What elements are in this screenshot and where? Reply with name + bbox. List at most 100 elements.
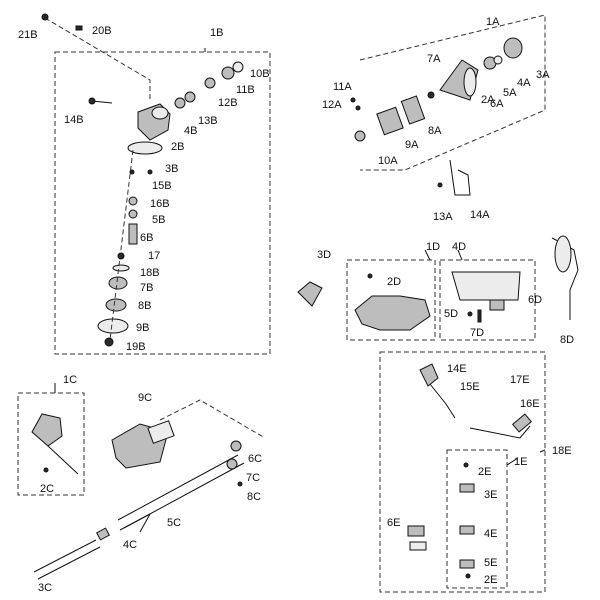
part-17e-tube <box>469 425 531 439</box>
part-5c-shaft-top <box>117 454 239 521</box>
label-11b: 11B <box>236 84 255 96</box>
part-10b-a <box>221 66 235 80</box>
group-b <box>41 13 271 355</box>
label-7b: 7B <box>140 282 153 294</box>
label-2e-bot: 2E <box>484 574 497 586</box>
label-8d: 8D <box>560 334 574 346</box>
part-7d <box>477 309 482 323</box>
group-1b-box <box>54 51 271 355</box>
part-8d-loop <box>554 235 572 273</box>
label-1e: 1E <box>514 456 527 468</box>
part-15b-a <box>129 169 135 175</box>
label-3d: 3D <box>317 249 331 261</box>
label-15b: 15B <box>152 180 172 192</box>
part-1d-guard <box>354 295 431 331</box>
label-8a: 8A <box>428 125 442 137</box>
part-2e-bot <box>465 573 471 579</box>
part-6e-a <box>407 525 425 537</box>
group-1e-box <box>446 449 508 589</box>
part-8d-strap <box>551 237 579 320</box>
label-1a: 1A <box>486 16 500 28</box>
part-14e <box>419 363 439 387</box>
group-a <box>350 14 546 196</box>
label-19b: 19B <box>126 341 146 353</box>
part-5d <box>467 311 473 317</box>
label-6b: 6B <box>140 232 153 244</box>
label-4a: 4A <box>517 77 531 89</box>
label-10b: 10B <box>250 68 270 80</box>
label-12a: 12A <box>322 99 342 111</box>
label-1b: 1B <box>210 27 223 39</box>
label-5d: 5D <box>444 308 458 320</box>
label-2a: 2A <box>481 94 495 106</box>
label-9a: 9A <box>405 139 419 151</box>
label-3e: 3E <box>484 489 497 501</box>
label-6e: 6E <box>387 517 400 529</box>
label-9b: 9B <box>136 322 149 334</box>
label-4c: 4C <box>123 539 137 551</box>
part-7a <box>427 91 435 99</box>
part-13a <box>437 182 443 188</box>
part-3b <box>127 141 163 155</box>
label-4e: 4E <box>484 528 497 540</box>
group-d <box>297 235 579 341</box>
label-11a: 11A <box>333 81 352 93</box>
label-20b: 20B <box>92 25 112 37</box>
part-1c-handle <box>31 413 63 447</box>
part-3d <box>297 281 323 307</box>
label-15e: 15E <box>460 381 480 393</box>
leader-1e <box>506 457 519 466</box>
label-16b: 16B <box>150 198 170 210</box>
label-18b: 18B <box>140 267 160 279</box>
part-18b <box>112 264 130 272</box>
part-4c <box>96 527 110 541</box>
part-6c <box>230 440 242 452</box>
label-13a: 13A <box>433 211 453 223</box>
label-2b: 2B <box>171 141 184 153</box>
label-18e: 18E <box>552 445 572 457</box>
label-1d: 1D <box>426 241 440 253</box>
leader-18e <box>539 449 546 453</box>
part-19b <box>104 337 114 347</box>
part-14a-bracket <box>449 159 471 196</box>
part-4e <box>459 525 475 535</box>
group-c <box>17 383 266 580</box>
label-6a: 6A <box>490 98 504 110</box>
label-2e-top: 2E <box>478 466 491 478</box>
leader-4d <box>457 249 463 261</box>
part-3c-shaft-top <box>33 539 97 573</box>
label-3a: 3A <box>536 69 550 81</box>
label-16e: 16E <box>520 398 540 410</box>
leader-5c <box>139 513 151 533</box>
label-6d: 6D <box>528 294 542 306</box>
part-12a <box>355 105 361 111</box>
part-15e-cable <box>429 383 456 419</box>
label-4b: 4B <box>184 125 197 137</box>
part-5b <box>128 209 138 219</box>
part-8c <box>237 481 243 487</box>
label-17e: 17E <box>510 374 530 386</box>
part-16e <box>511 413 533 433</box>
group-1c-box <box>17 392 85 496</box>
part-20b <box>75 25 83 31</box>
label-12b: 12B <box>218 97 238 109</box>
part-2a-face <box>463 67 477 97</box>
group-18e-box <box>379 351 546 593</box>
label-3b: 3B <box>165 163 178 175</box>
label-7c: 7C <box>246 472 260 484</box>
label-5e: 5E <box>484 557 497 569</box>
axis-b <box>109 149 134 341</box>
part-5e <box>459 559 475 569</box>
label-5b: 5B <box>152 214 165 226</box>
label-9c: 9C <box>138 392 152 404</box>
part-7c <box>226 458 238 470</box>
label-8b: 8B <box>138 300 151 312</box>
part-13b <box>174 97 186 109</box>
part-12b <box>184 91 196 103</box>
leader-21b <box>44 17 151 100</box>
label-10a: 10A <box>378 155 398 167</box>
part-14b-head <box>88 97 96 105</box>
label-4d: 4D <box>452 241 466 253</box>
part-8b <box>105 298 127 312</box>
